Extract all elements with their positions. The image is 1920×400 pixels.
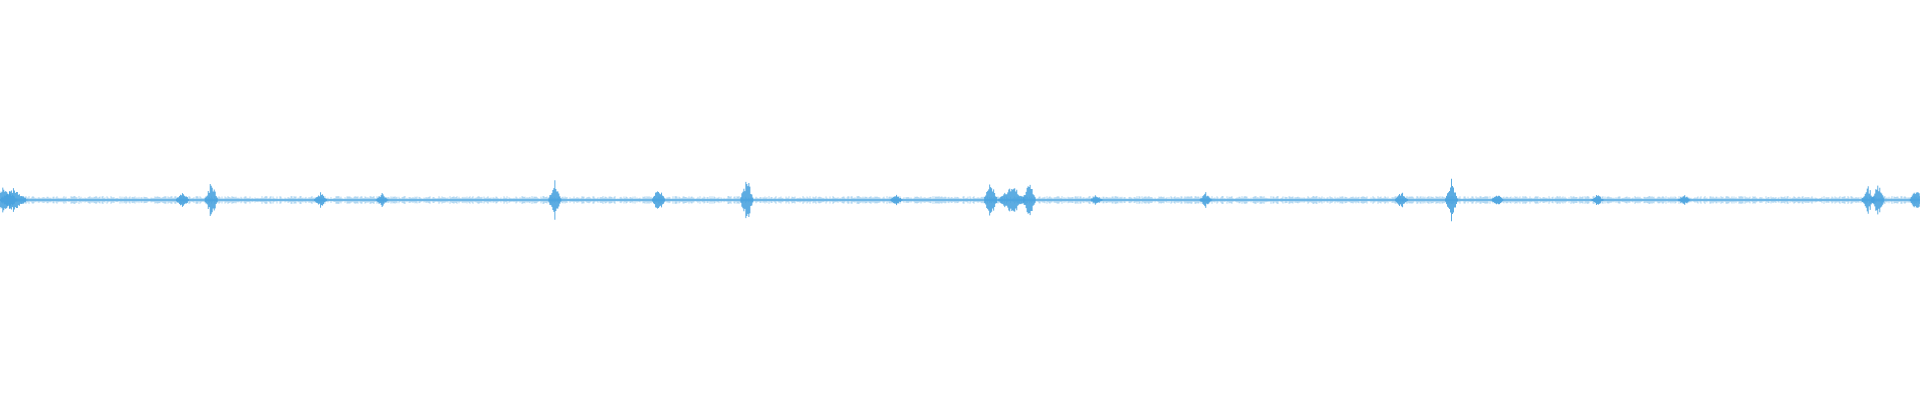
waveform-peak: [1395, 192, 1409, 208]
waveform-peak: [890, 194, 904, 206]
waveform-peak: [375, 193, 389, 207]
waveform-peak: [1590, 195, 1604, 205]
waveform-peak: [175, 193, 189, 207]
waveform-peak: [204, 184, 218, 216]
waveform-peak: [1491, 195, 1505, 205]
waveform-peak: [548, 180, 562, 220]
waveform-peak: [652, 191, 666, 209]
waveform-peak: [1909, 192, 1920, 208]
waveform-peak: [314, 192, 328, 208]
waveform-peak: [1445, 178, 1458, 222]
waveform-peak: [984, 184, 998, 216]
waveform-peak: [1199, 192, 1213, 208]
waveform-peak: [1022, 184, 1036, 216]
waveform-peak: [740, 181, 754, 219]
waveform-peak: [1871, 185, 1885, 215]
waveform-peak: [997, 188, 1027, 212]
waveform-peak: [0, 188, 28, 212]
waveform-peak: [1677, 195, 1691, 205]
waveform-peak: [1089, 195, 1103, 205]
